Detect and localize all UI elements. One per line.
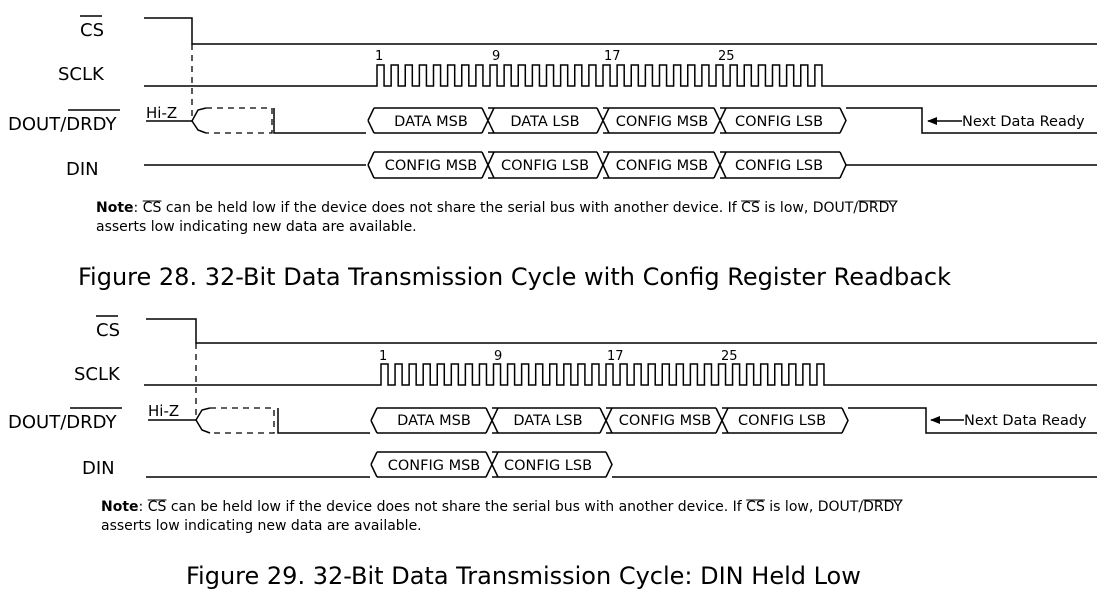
tick-label: 17 (604, 49, 621, 64)
tick-label: 17 (607, 349, 624, 364)
dout-drdy-line (846, 107, 1097, 134)
din-segment-label: CONFIG LSB (501, 158, 589, 174)
figure-caption: Figure 29. 32-Bit Data Transmission Cycl… (186, 562, 861, 590)
sclk-waveform (144, 64, 1097, 87)
din-segment-labels: CONFIG MSB CONFIG LSB (388, 458, 592, 474)
next-data-ready-label: Next Data Ready (962, 114, 1085, 130)
sclk-waveform (144, 363, 1097, 386)
sclk-label: SCLK (58, 64, 105, 85)
dout-bus (370, 407, 849, 434)
tick-label: 1 (375, 49, 383, 64)
din-bus (370, 451, 613, 478)
cs-waveform (146, 318, 1097, 344)
din-waveform (144, 151, 1097, 179)
tick-label: 25 (721, 349, 738, 364)
hiz-label: Hi-Z (146, 104, 177, 122)
dout-segment-label: DATA MSB (394, 114, 468, 130)
tick-label: 1 (379, 349, 387, 364)
dout-drdy-label: DOUT/DRDY (8, 114, 118, 135)
hiz-edge (191, 120, 207, 134)
dout-bus (367, 107, 847, 134)
note: Note: CS can be held low if the device d… (96, 200, 898, 235)
sclk-tick-labels: 1 9 17 25 (375, 49, 735, 64)
dout-segment-labels: DATA MSB DATA LSB CONFIG MSB CONFIG LSB (394, 114, 823, 130)
dout-waveform: Hi-Z Next Data Ready (146, 104, 1097, 134)
dout-segment-label: CONFIG LSB (738, 413, 826, 429)
din-waveform (146, 451, 1097, 478)
dout-low-line (277, 408, 370, 434)
dout-segment-label: CONFIG MSB (619, 413, 712, 429)
din-segment-label: CONFIG MSB (388, 458, 481, 474)
signal-labels: CS SCLK DOUT/DRDY DIN (8, 315, 122, 479)
din-segment-label: CONFIG MSB (385, 158, 478, 174)
dout-segment-label: DATA LSB (513, 413, 582, 429)
dout-waveform: Hi-Z Next Data Ready (148, 402, 1097, 434)
dout-drdy-label: DOUT/DRDY (8, 412, 118, 433)
tick-label: 25 (718, 49, 735, 64)
figure-caption: Figure 28. 32-Bit Data Transmission Cycl… (78, 263, 951, 291)
tick-label: 9 (494, 349, 502, 364)
hiz-edge (195, 419, 211, 434)
dout-segment-label: CONFIG LSB (735, 114, 823, 130)
tick-label: 9 (492, 49, 500, 64)
dout-segment-label: DATA MSB (397, 413, 471, 429)
hiz-label: Hi-Z (148, 402, 179, 420)
figure-29: CS SCLK DOUT/DRDY DIN 1 9 17 25 Hi-Z N (8, 315, 1097, 590)
din-segment-label: CONFIG MSB (616, 158, 709, 174)
note-line-1: Note: CS can be held low if the device d… (96, 200, 898, 216)
din-label: DIN (82, 458, 115, 479)
din-segment-label: CONFIG LSB (504, 458, 592, 474)
hiz-dashed-box (210, 407, 275, 434)
note-line-2: asserts low indicating new data are avai… (96, 219, 417, 235)
hiz-dashed-box (206, 107, 273, 134)
note-line-2: asserts low indicating new data are avai… (101, 518, 422, 534)
din-segment-label: CONFIG LSB (735, 158, 823, 174)
dout-drdy-line (848, 407, 1097, 434)
cs-waveform (144, 17, 1097, 45)
dout-segment-labels: DATA MSB DATA LSB CONFIG MSB CONFIG LSB (397, 413, 826, 429)
figure-28: CS SCLK DOUT/DRDY DIN 1 9 17 25 Hi-Z (8, 15, 1097, 291)
note-line-1: Note: CS can be held low if the device d… (101, 499, 903, 515)
din-label: DIN (66, 159, 99, 180)
din-segment-labels: CONFIG MSB CONFIG LSB CONFIG MSB CONFIG … (385, 158, 823, 174)
signal-labels: CS SCLK DOUT/DRDY DIN (8, 15, 120, 180)
next-data-ready-label: Next Data Ready (964, 413, 1087, 429)
dout-segment-label: CONFIG MSB (616, 114, 709, 130)
hiz-edge (180, 107, 207, 122)
dout-segment-label: DATA LSB (510, 114, 579, 130)
note: Note: CS can be held low if the device d… (101, 499, 903, 534)
sclk-tick-labels: 1 9 17 25 (379, 349, 738, 364)
cs-label: CS (96, 320, 120, 341)
cs-label: CS (80, 20, 104, 41)
dout-low-line (273, 108, 366, 134)
hiz-edge (184, 407, 211, 421)
sclk-label: SCLK (74, 364, 121, 385)
din-bus (367, 151, 847, 179)
